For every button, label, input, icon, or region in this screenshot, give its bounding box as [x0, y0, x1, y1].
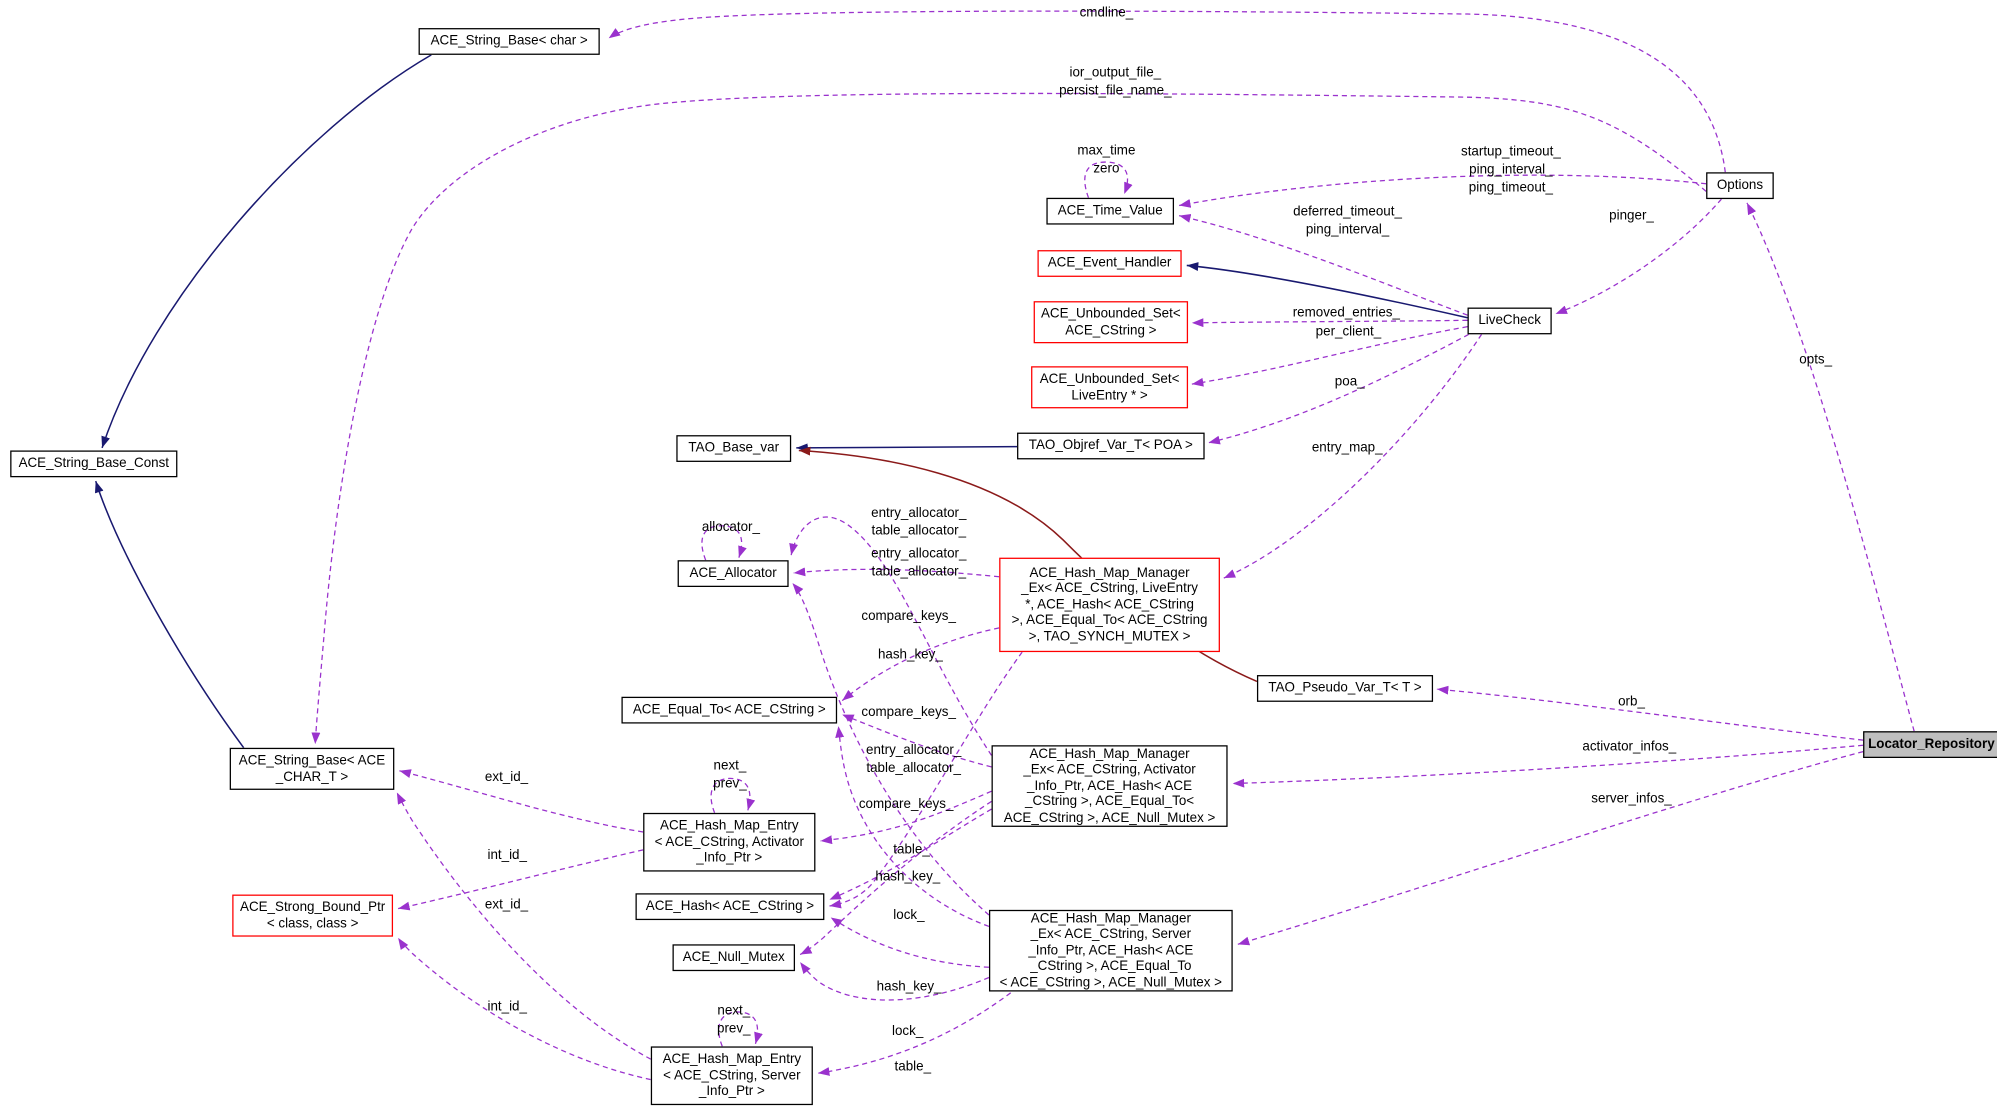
edge-label-ior-output-file: ior_output_file_ persist_file_name_	[1059, 65, 1172, 99]
edge-label-opts: opts_	[1799, 352, 1833, 368]
edge-compare-keys-server	[835, 726, 990, 928]
edge-inherit-stringbasechar-const	[101, 54, 432, 449]
edge-activator-infos	[1232, 744, 1864, 788]
edge-startup-timeout	[1179, 174, 1707, 208]
edge-ext-id-activator	[399, 769, 644, 833]
node-tao-base-var[interactable]: TAO_Base_var	[676, 435, 792, 462]
node-ace-hash-cstring[interactable]: ACE_Hash< ACE_CString >	[635, 893, 825, 921]
node-ace-strong-bound-ptr[interactable]: ACE_Strong_Bound_Ptr < class, class >	[232, 894, 394, 937]
edge-label-per-client: per_client_	[1315, 324, 1382, 340]
edge-server-infos	[1237, 751, 1864, 946]
edge-pinger	[1555, 198, 1722, 315]
edge-label-deferred-timeout: deferred_timeout_ ping_interval_	[1293, 204, 1402, 238]
node-ace-string-base-ace-char-t[interactable]: ACE_String_Base< ACE _CHAR_T >	[229, 747, 395, 790]
edge-label-ext-id-server: ext_id_	[484, 897, 529, 913]
edge-label-cmdline: cmdline_	[1079, 5, 1134, 21]
edge-label-int-id-activator: int_id_	[487, 847, 527, 863]
edge-next-prev-server-self-loop	[718, 1011, 763, 1047]
edge-hash-key-server	[830, 916, 990, 968]
node-ace-unbounded-set-cstring[interactable]: ACE_Unbounded_Set< ACE_CString >	[1033, 301, 1189, 344]
edge-entry-allocator-liveentry	[793, 567, 1000, 578]
edge-label-poa: poa_	[1334, 373, 1365, 390]
edge-label-hash-key-server: hash_key_	[876, 978, 942, 995]
edge-label-int-id-server: int_id_	[487, 999, 527, 1015]
node-tao-objref-var-t-poa[interactable]: TAO_Objref_Var_T< POA >	[1017, 432, 1205, 460]
node-options[interactable]: Options	[1706, 172, 1774, 200]
edge-compare-keys-liveentry	[841, 627, 1000, 702]
edge-label-startup-timeout: startup_timeout_ ping_interval_ ping_tim…	[1460, 144, 1561, 196]
edge-ior-output-file	[311, 92, 1707, 745]
edge-opts	[1746, 202, 1915, 732]
edge-table-activator	[820, 790, 992, 845]
edge-table-server	[817, 992, 1012, 1076]
edge-label-compare-keys-liveentry: compare_keys_	[861, 608, 956, 625]
edge-compare-keys-activator	[841, 714, 992, 768]
edge-ext-id-server	[396, 792, 652, 1060]
edge-label-entry-allocator-activator: entry_allocator_ table_allocator_	[871, 505, 967, 539]
edge-label-table-activator: table_	[893, 842, 930, 858]
node-hash-map-manager-activator[interactable]: ACE_Hash_Map_Manager _Ex< ACE_CString, A…	[991, 745, 1228, 827]
edge-removed-entries	[1191, 318, 1468, 328]
edge-hash-key-activator	[829, 808, 992, 901]
node-ace-unbounded-set-liveentry[interactable]: ACE_Unbounded_Set< LiveEntry * >	[1031, 366, 1189, 409]
edge-label-compare-keys-activator: compare_keys_	[861, 704, 956, 720]
node-ace-equal-to-cstring[interactable]: ACE_Equal_To< ACE_CString >	[621, 696, 838, 724]
edge-label-entry-allocator-server: entry_allocator_ table_allocator_	[866, 742, 962, 777]
edge-label-compare-keys-server: compare_keys_	[858, 796, 954, 812]
edge-label-max-time: max_time zero	[1077, 142, 1136, 177]
node-ace-allocator[interactable]: ACE_Allocator	[677, 560, 789, 588]
edge-label-lock-activator: lock_	[893, 907, 925, 923]
edge-orb	[1436, 685, 1864, 741]
node-locator-repository[interactable]: Locator_Repository	[1863, 731, 1997, 759]
node-ace-string-base-char[interactable]: ACE_String_Base< char >	[418, 28, 600, 55]
edge-inherit-livecheck-eventhandler	[1186, 262, 1468, 319]
edge-deferred-timeout	[1178, 213, 1468, 316]
edge-entry-allocator-activator	[789, 516, 993, 756]
edge-label-lock-server: lock_	[891, 1023, 924, 1039]
edge-next-prev-activator-self-loop	[710, 777, 756, 814]
edge-inherit-objrefvar-basevar	[796, 443, 1018, 453]
edge-label-hash-key-activator: hash_key_	[875, 869, 941, 885]
edge-int-id-activator	[398, 849, 644, 911]
edge-label-table-server: table_	[894, 1059, 932, 1075]
node-tao-pseudo-var-t[interactable]: TAO_Pseudo_Var_T< T >	[1256, 675, 1434, 702]
edge-inherit-stringbaset-const	[94, 480, 245, 749]
edge-label-activator-infos: activator_infos_	[1582, 738, 1677, 755]
edge-entry-allocator-server	[791, 582, 990, 916]
node-hash-map-manager-liveentry[interactable]: ACE_Hash_Map_Manager _Ex< ACE_CString, L…	[999, 557, 1220, 653]
node-ace-string-base-const[interactable]: ACE_String_Base_Const	[10, 450, 178, 478]
node-livecheck[interactable]: LiveCheck	[1467, 307, 1552, 335]
node-hash-map-entry-server[interactable]: ACE_Hash_Map_Entry < ACE_CString, Server…	[650, 1046, 813, 1106]
edge-max-time-self-loop	[1084, 161, 1133, 199]
node-hash-map-entry-activator[interactable]: ACE_Hash_Map_Entry < ACE_CString, Activa…	[643, 812, 816, 872]
edge-label-hash-key-liveentry: hash_key_	[877, 646, 943, 663]
edge-label-next-prev-activator: next_ prev_	[713, 758, 747, 792]
edge-int-id-server	[397, 937, 651, 1081]
node-hash-map-manager-server[interactable]: ACE_Hash_Map_Manager _Ex< ACE_CString, S…	[988, 909, 1233, 992]
edge-allocator-self-loop	[701, 525, 747, 561]
edge-label-next-prev-server: next_ prev_	[716, 1003, 751, 1037]
edge-per-client	[1191, 326, 1468, 387]
edge-label-pinger: pinger_	[1609, 208, 1654, 224]
edge-label-orb: orb_	[1618, 694, 1645, 710]
edge-label-removed-entries: removed_entries_	[1292, 304, 1400, 321]
edge-label-entry-allocator-liveentry: entry_allocator_ table_allocator_	[871, 546, 967, 580]
node-ace-time-value[interactable]: ACE_Time_Value	[1046, 197, 1175, 225]
edge-entry-map	[1223, 333, 1483, 579]
node-ace-null-mutex[interactable]: ACE_Null_Mutex	[672, 944, 796, 972]
edge-lock-activator	[799, 800, 992, 956]
edge-cmdline	[608, 10, 1726, 173]
edge-label-allocator: allocator_	[701, 519, 760, 535]
edge-label-server-infos: server_infos_	[1591, 791, 1672, 807]
node-ace-event-handler[interactable]: ACE_Event_Handler	[1037, 250, 1182, 277]
edge-label-entry-map: entry_map_	[1311, 440, 1383, 456]
edge-label-ext-id-activator: ext_id_	[484, 769, 529, 785]
edge-poa	[1208, 333, 1470, 445]
